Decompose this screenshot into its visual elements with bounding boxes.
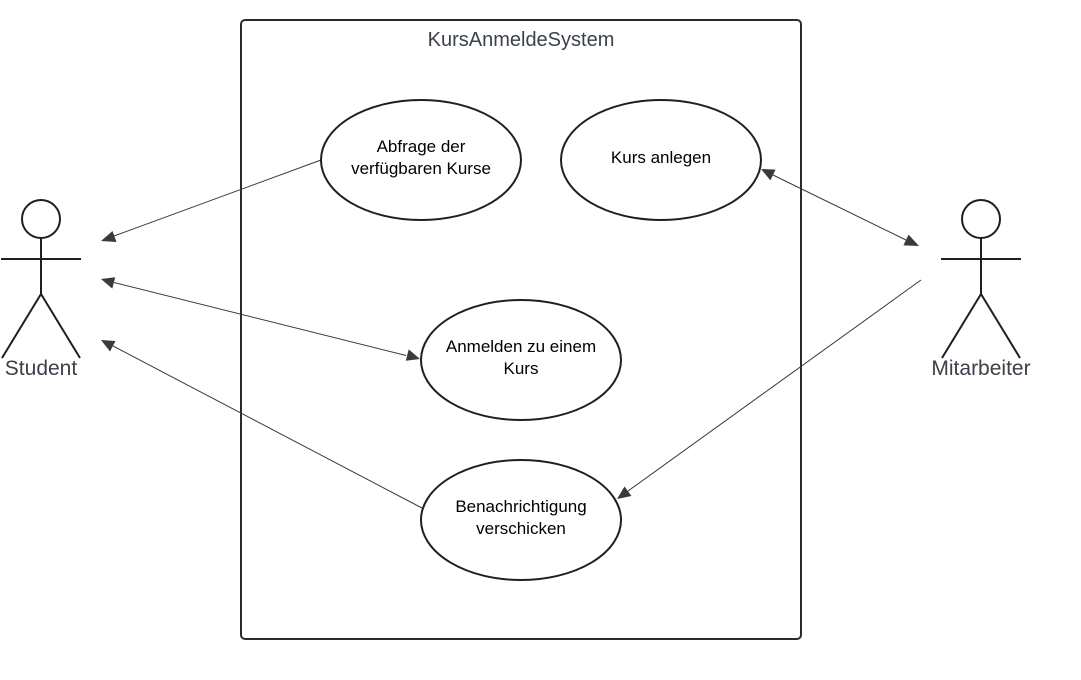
arrowhead-student — [101, 231, 117, 242]
use-case-anmelden[interactable]: Anmelden zu einem Kurs — [420, 299, 622, 421]
use-case-kurs-anlegen[interactable]: Kurs anlegen — [560, 99, 762, 221]
use-case-label-line1: Kurs anlegen — [611, 148, 711, 167]
arrowhead-anmelden — [405, 349, 420, 361]
connector-student-anmelden — [101, 277, 420, 361]
connector-benachrichtigung-student — [101, 340, 423, 509]
connector-mitarbeiter-benachrichtigung — [617, 279, 922, 499]
arrowhead-student — [101, 340, 116, 352]
stick-figure-icon — [941, 199, 1021, 359]
connector-line — [772, 174, 907, 241]
connector-line — [113, 159, 322, 237]
arrowhead-anlegen — [761, 169, 776, 181]
actor-label: Mitarbeiter — [931, 357, 1030, 380]
actor-right-leg — [40, 293, 81, 359]
connector-line — [627, 279, 922, 492]
use-case-label-line2: Kurs — [504, 359, 539, 378]
actor-student[interactable]: Student — [1, 199, 81, 380]
system-title: KursAnmeldeSystem — [428, 29, 615, 51]
connector-anlegen-mitarbeiter — [761, 169, 919, 246]
stick-figure-icon — [1, 199, 81, 359]
use-case-label-line1: Benachrichtigung — [455, 497, 586, 516]
actor-head — [961, 199, 1001, 239]
actor-right-leg — [980, 293, 1021, 359]
actor-head — [21, 199, 61, 239]
arrowhead-student — [101, 277, 116, 289]
use-case-abfrage[interactable]: Abfrage der verfügbaren Kurse — [320, 99, 522, 221]
use-case-ellipse — [560, 99, 762, 221]
use-case-benachrichtigung[interactable]: Benachrichtigung verschicken — [420, 459, 622, 581]
actor-label: Student — [5, 357, 78, 380]
arrowhead-mitarbeiter — [903, 234, 919, 246]
actor-mitarbeiter[interactable]: Mitarbeiter — [931, 199, 1031, 380]
connector-line — [113, 282, 407, 356]
use-case-label-line1: Anmelden zu einem — [446, 337, 596, 356]
use-case-ellipse — [420, 299, 622, 421]
actor-left-leg — [1, 293, 42, 359]
use-case-label-line2: verschicken — [476, 519, 566, 538]
actor-left-leg — [941, 293, 982, 359]
use-case-label-line1: Abfrage der — [377, 137, 466, 156]
connectors — [101, 159, 922, 509]
use-case-ellipse — [320, 99, 522, 221]
connector-abfrage-student — [101, 159, 322, 242]
connector-line — [112, 345, 423, 509]
arrowhead-benachrichtigung — [617, 486, 632, 499]
use-case-ellipse — [420, 459, 622, 581]
use-case-label-line2: verfügbaren Kurse — [351, 159, 491, 178]
